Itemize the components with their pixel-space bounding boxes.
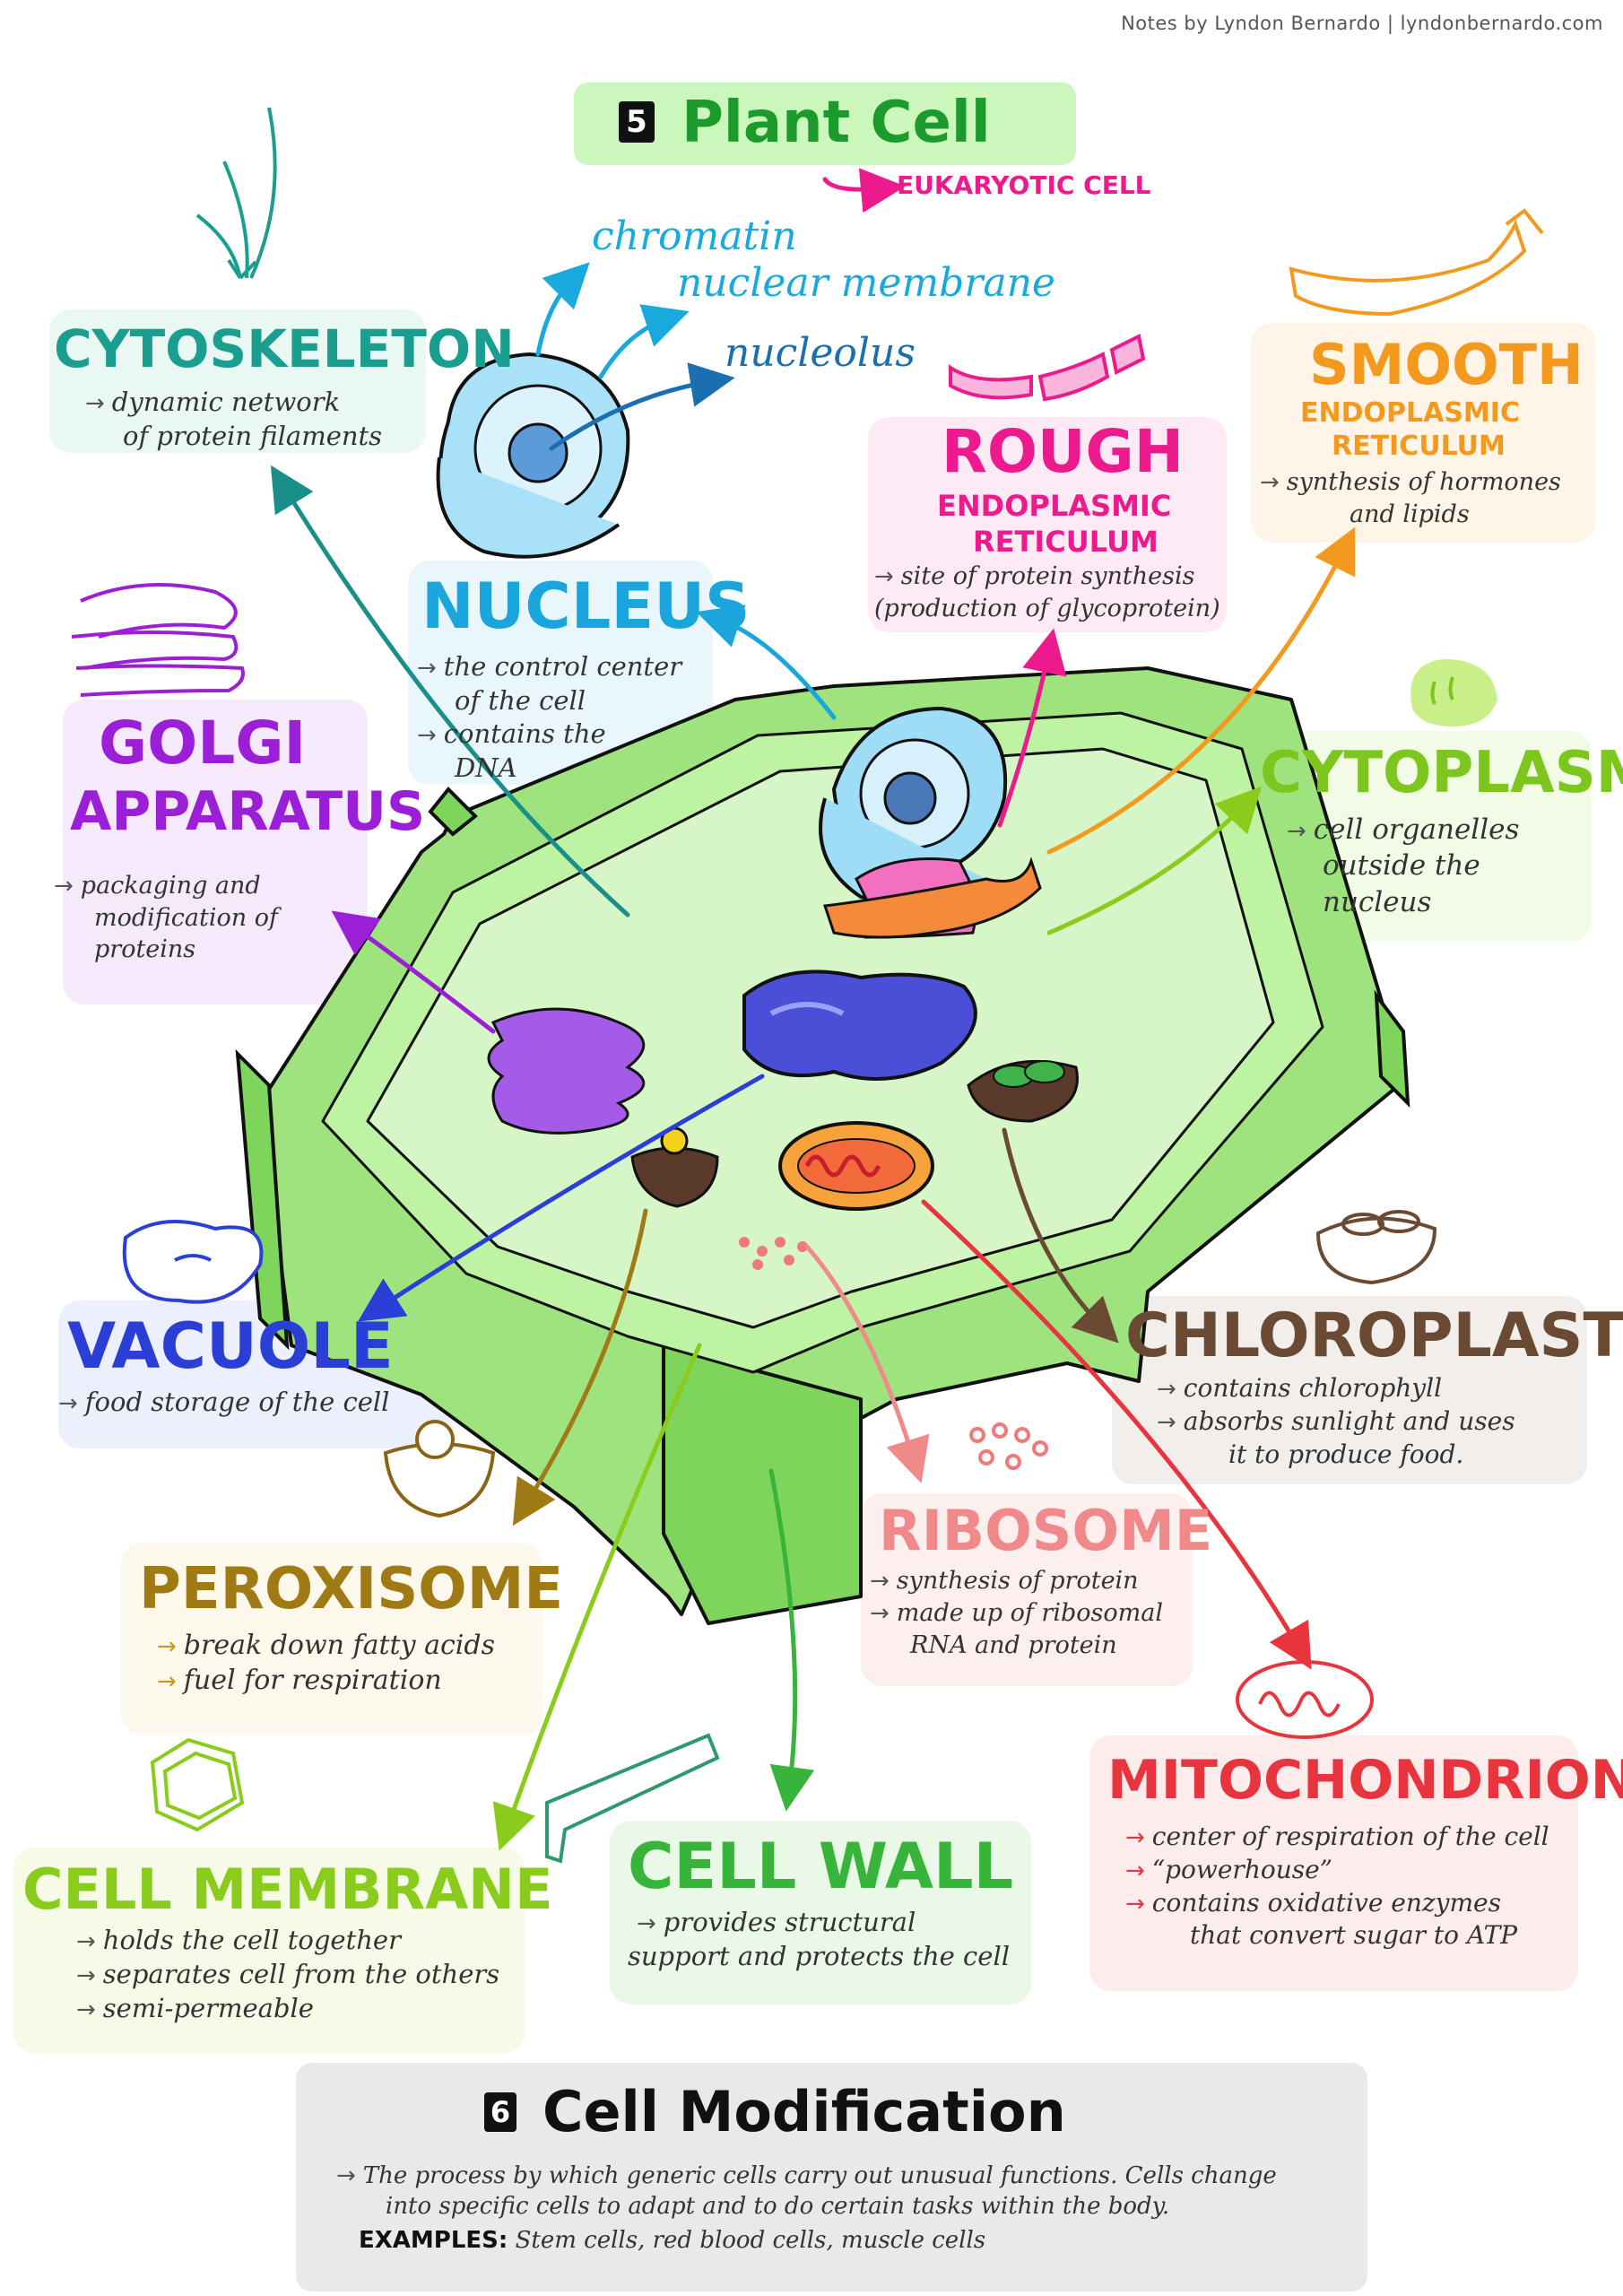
examples-label: EXAMPLES: — [359, 2226, 508, 2254]
mitochondrion-title: MITOCHONDRION — [1107, 1749, 1623, 1812]
cell-peroxisome-drawing — [630, 1126, 719, 1208]
rough-er-highlight — [868, 417, 1227, 632]
page-title: Plant Cell — [681, 90, 991, 156]
cytoskeleton-drawing — [195, 107, 277, 280]
cytoskeleton-highlight — [49, 309, 426, 453]
mitochondrion-drawing — [1236, 1660, 1374, 1739]
ribosome-highlight — [861, 1493, 1193, 1686]
peroxisome-highlight — [121, 1543, 542, 1735]
cytoplasm-desc: →cell organelles outside the nucleus — [1287, 813, 1520, 918]
golgi-desc: →packaging and modification of proteins — [54, 872, 278, 963]
page-subtitle: EUKARYOTIC CELL — [897, 170, 1151, 200]
nucleus-drawing — [436, 352, 630, 559]
rough-er-sub2: RETICULUM — [973, 525, 1159, 559]
vacuole-drawing — [122, 1220, 264, 1304]
ribosome-drawing — [969, 1422, 1048, 1470]
ribosome-arrow — [804, 1244, 930, 1483]
chromatin-label: chromatin — [592, 213, 797, 259]
mitochondrion-arrow — [921, 1199, 1312, 1670]
ribosome-title: RIBOSOME — [879, 1498, 1213, 1563]
cell-membrane-title: CELL MEMBRANE — [22, 1857, 553, 1922]
subtitle-arrow — [822, 168, 906, 213]
rough-er-drawing — [949, 334, 1146, 402]
golgi-highlight — [63, 700, 368, 1004]
mitochondrion-highlight — [1089, 1735, 1578, 1991]
cell-membrane-arrow — [492, 1343, 702, 1851]
smooth-er-sub2: RETICULUM — [1332, 430, 1506, 462]
vacuole-desc: →food storage of the cell — [58, 1387, 390, 1417]
chloroplast-arrow — [1002, 1127, 1119, 1344]
rough-er-desc: →site of protein synthesis (production o… — [874, 562, 1220, 622]
cell-wall-desc: →provides structural support and protect… — [628, 1907, 1010, 1971]
cell-wall-drawing — [545, 1733, 720, 1864]
nucleus-desc: →the control center of the cell →contain… — [417, 651, 682, 784]
nucleolus-label: nucleolus — [725, 330, 916, 376]
smooth-er-title: SMOOTH — [1309, 332, 1584, 397]
modification-title: Cell Modification — [542, 2079, 1066, 2144]
peroxisome-desc: →break down fatty acids →fuel for respir… — [157, 1630, 495, 1696]
smooth-er-highlight — [1251, 323, 1596, 543]
modification-number-badge: 6 — [484, 2092, 516, 2132]
golgi-title-2: APPARATUS — [70, 780, 426, 843]
vacuole-title: VACUOLE — [67, 1309, 394, 1383]
nucleus-arrow — [696, 604, 837, 720]
cell-membrane-highlight — [13, 1848, 525, 2054]
cell-golgi-drawing — [487, 1007, 646, 1135]
smooth-er-desc: →synthesis of hormones and lipids — [1260, 468, 1561, 528]
golgi-drawing — [71, 583, 245, 697]
title-highlight — [574, 83, 1076, 165]
cytoplasm-arrow — [1046, 786, 1263, 935]
chloroplast-drawing — [1315, 1210, 1437, 1285]
cell-smooth-er-drawing — [822, 857, 1042, 939]
modification-desc: →The process by which generic cells carr… — [336, 2162, 1277, 2254]
cell-mitochondrion-drawing — [778, 1121, 934, 1211]
chloroplast-highlight — [1112, 1296, 1587, 1484]
peroxisome-arrow — [512, 1208, 648, 1526]
credit: Notes by Lyndon Bernardo | lyndonbernard… — [1121, 13, 1603, 34]
cytoskeleton-arrow — [270, 465, 630, 918]
nuclear-membrane-label: nuclear membrane — [677, 260, 1055, 306]
cell-membrane-drawing — [150, 1737, 245, 1832]
cytoskeleton-title: CYTOSKELETON — [54, 318, 515, 379]
nuclear-membrane-arrow — [598, 304, 690, 379]
golgi-title-1: GOLGI — [99, 709, 307, 778]
chromatin-arrow — [535, 262, 590, 357]
ribosome-desc: →synthesis of protein →made up of riboso… — [870, 1567, 1163, 1659]
cell-chloroplast-drawing — [967, 1059, 1079, 1123]
cell-wall-highlight — [610, 1821, 1031, 2005]
cell-membrane-desc: →holds the cell together →separates cell… — [76, 1925, 500, 2023]
chloroplast-title: CHLOROPLAST — [1125, 1300, 1623, 1371]
peroxisome-title: PEROXISOME — [139, 1556, 564, 1622]
cytoplasm-drawing — [1410, 659, 1497, 726]
cytoskeleton-desc: →dynamic network of protein filaments — [85, 387, 383, 451]
nucleolus-arrow — [549, 362, 735, 451]
rough-er-title: ROUGH — [942, 417, 1184, 486]
chloroplast-desc: →contains chlorophyll →absorbs sunlight … — [1157, 1373, 1515, 1469]
cell-wall-arrow — [768, 1468, 815, 1812]
golgi-arrow — [331, 910, 496, 1034]
title-number-badge: 5 — [619, 101, 655, 143]
modification-highlight — [296, 2063, 1367, 2292]
cell-ribosomes-drawing — [739, 1237, 808, 1270]
cell-wall-title: CELL WALL — [628, 1830, 1014, 1903]
cytoplasm-title: CYTOPLASM — [1260, 740, 1623, 806]
rough-er-arrow — [997, 628, 1067, 828]
vacuole-arrow — [358, 1074, 765, 1322]
cell-vacuole-drawing — [742, 970, 977, 1081]
rough-er-sub1: ENDOPLASMIC — [937, 489, 1172, 523]
smooth-er-drawing — [1289, 208, 1544, 317]
smooth-er-arrow — [1046, 526, 1356, 855]
smooth-er-sub1: ENDOPLASMIC — [1300, 397, 1520, 429]
peroxisome-drawing — [383, 1420, 496, 1518]
mitochondrion-desc: →center of respiration of the cell →“pow… — [1125, 1822, 1549, 1951]
examples-text: Stem cells, red blood cells, muscle cell… — [515, 2226, 986, 2254]
nucleus-title: NUCLEUS — [421, 570, 751, 643]
